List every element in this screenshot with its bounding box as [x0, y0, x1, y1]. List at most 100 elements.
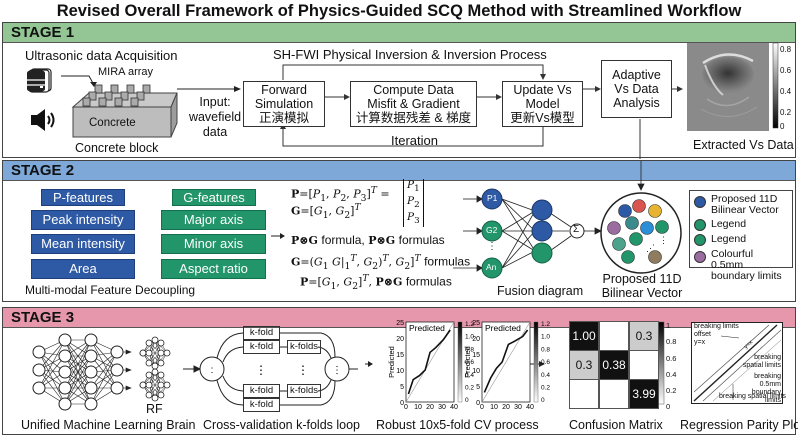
cbar-tick: 0.8	[780, 45, 792, 54]
cm-cbar-tick: 0.8	[666, 337, 677, 347]
parity-right-labels: breaking spatial limits breaking 0.5mm b…	[739, 354, 781, 405]
fusion-network: ⋮ ⋰ ⋮	[453, 161, 682, 279]
cv-cbar-tick: 0.8	[541, 346, 550, 353]
vs-colorbar-ticks: 0.8 0.6 0.4 0.2 0	[780, 39, 791, 131]
nn-node	[58, 381, 72, 395]
cv-ylabel: Predicted	[463, 346, 472, 378]
nn-node	[32, 363, 46, 377]
cv-cbar-tick: 1.0	[465, 334, 474, 341]
cv-cbar-tick: 0	[465, 397, 469, 404]
nn-node	[58, 333, 72, 347]
stage-2-panel: STAGE 2 P-features Peak intensity Mean i…	[2, 160, 796, 302]
cv-xtick: 20	[426, 404, 434, 411]
cv-ytick: 25	[396, 320, 404, 327]
g-features-header: G-features	[172, 189, 256, 206]
cv-xtick: 0	[404, 404, 408, 411]
cm-cbar-tick: 1	[666, 321, 671, 330]
legend-label: Legend	[711, 233, 747, 245]
sum-node	[569, 223, 585, 239]
nn-node	[32, 345, 46, 359]
cm-cbar-tick: 0.2	[666, 386, 677, 396]
nn-node	[110, 345, 124, 359]
legend-text: boundary limits	[711, 270, 782, 282]
cv-ytick: 10	[396, 368, 404, 375]
nn-node	[110, 381, 124, 395]
legend-label: Legend	[711, 218, 747, 230]
forward-line-2: Simulation	[254, 97, 314, 111]
forward-line-3: 正演模拟	[258, 111, 309, 125]
parity-label: boundary limits	[751, 389, 781, 404]
nn-node	[58, 349, 72, 363]
cv-inner-label: Predicted	[409, 323, 445, 333]
brain-caption: Unified Machine Learning Brain	[21, 418, 196, 432]
input-line-1: Input:	[199, 95, 231, 109]
rf-node	[151, 336, 159, 344]
kfold-box: k-fold	[243, 326, 280, 340]
update-line-3: 更新Vs模型	[510, 111, 575, 125]
hidden-node	[531, 199, 553, 221]
inversion-flow-lines	[280, 64, 683, 159]
svg-text::: :	[211, 365, 214, 376]
rf-node	[157, 359, 165, 367]
cv-ytick: 5	[476, 384, 480, 391]
g-feature-minor-axis: Minor axis	[161, 234, 266, 254]
nn-node	[84, 397, 98, 411]
cv-cbar-tick: 0.2	[465, 384, 474, 391]
cv-cbar-tick: 1.0	[541, 334, 550, 341]
cv-xtick: 40	[450, 404, 458, 411]
cm-cbar-tick: 0.4	[666, 369, 677, 379]
node-g2	[481, 220, 503, 242]
svg-text:⋮: ⋮	[487, 241, 497, 252]
legend-item: Legend	[694, 234, 788, 246]
vector-caption-line-1: Proposed 11D	[602, 272, 682, 286]
parity-caption: Regression Parity Plot	[680, 418, 798, 432]
nn-node	[84, 365, 98, 379]
kfold-box: k-fold	[243, 340, 280, 354]
svg-text:⋮: ⋮	[332, 365, 342, 376]
kfolds-box: k-folds	[287, 384, 321, 398]
cv-cbar-tick: 0	[541, 397, 545, 404]
arrow-to-formulas	[271, 233, 285, 239]
rf-node	[145, 391, 153, 399]
cv-cbar-tick: 1.2	[541, 321, 550, 328]
cv-series-line	[407, 329, 451, 395]
rf-node	[163, 381, 171, 389]
cv-xtick: 20	[502, 404, 510, 411]
page-title: Revised Overall Framework of Physics-Gui…	[56, 2, 742, 20]
legend-dot-blue	[694, 196, 706, 208]
cv-ytick: 15	[396, 352, 404, 359]
nn-node	[58, 397, 72, 411]
legend-text: Proposed 11D	[711, 193, 778, 205]
extracted-vs-image	[687, 42, 779, 131]
cv-inner-label: Predicted	[485, 323, 521, 333]
rf-node	[157, 339, 165, 347]
formula-p-definition: P=[P1, P2, P3]T =	[291, 185, 390, 204]
confusion-colorbar-ticks: 1 0.8 0.6 0.4 0.2 0	[666, 318, 676, 416]
cv-ytick: 5	[400, 384, 404, 391]
cv-colorbar	[533, 321, 539, 403]
legend-text: Bilinear Vector	[711, 204, 779, 216]
legend-text: Colourful 0.5mm	[711, 248, 754, 271]
cv-ytick: 10	[472, 368, 480, 375]
legend-item: Legend	[694, 219, 788, 231]
confusion-cell: 3.99	[629, 379, 659, 409]
kfold-box: k-fold	[243, 384, 280, 398]
decoupling-caption: Multi-modal Feature Decoupling	[25, 283, 196, 297]
parity-bottom-label: breaking spatial limits	[719, 393, 786, 400]
cv-cbar-tick: 0.4	[541, 372, 550, 379]
confusion-cell	[599, 379, 629, 409]
nn-node	[84, 381, 98, 395]
cv-series-line	[483, 329, 529, 393]
formula-line-4: G=(G1 G|1T, G2)T, G2]T formulas	[291, 253, 471, 272]
update-line-1: Update Vs	[513, 83, 572, 97]
cv-loop-diagram: : ⋮ ⋮ ⋮	[183, 332, 358, 406]
rf-network-top-icon	[139, 336, 171, 370]
nn-node	[110, 363, 124, 377]
parity-label: offset	[694, 331, 711, 338]
cv-diagonal	[481, 321, 531, 403]
cv-xtick: 0	[480, 404, 484, 411]
